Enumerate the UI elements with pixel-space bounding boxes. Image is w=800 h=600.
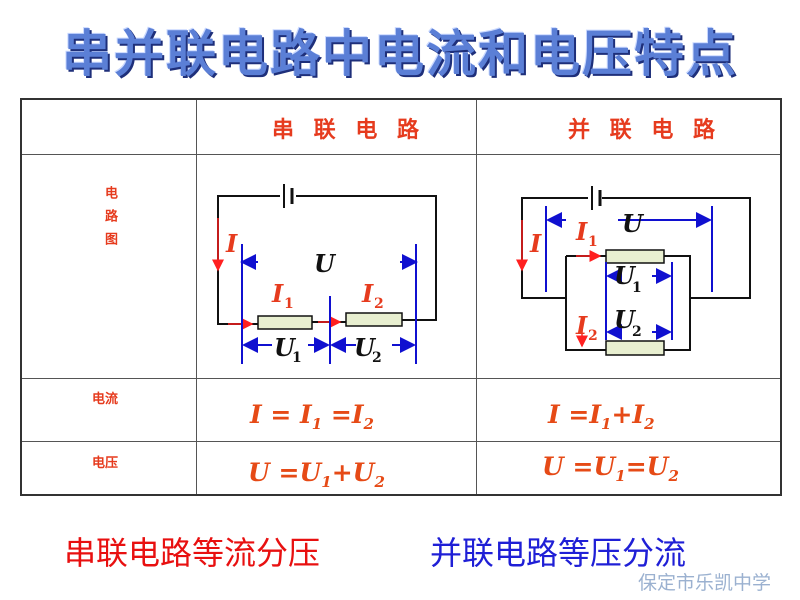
battery-icon: [591, 186, 602, 210]
label-u1-sub: 1: [292, 350, 302, 366]
row-label-diagram: 电路图: [102, 186, 117, 255]
label-i1-sub: 1: [588, 234, 598, 250]
resistor-r2-icon: [605, 340, 665, 356]
voltage-measure-lines: [545, 206, 713, 340]
label-u: U: [622, 209, 645, 238]
page-title: 串并联电路中电流和电压特点: [62, 25, 738, 83]
formula-parallel-current: I =I1+I2: [548, 400, 655, 433]
label-u1-sub: 1: [632, 280, 642, 296]
formula-series-voltage: U =U1+U2: [248, 458, 385, 491]
header-series-circuit: 串 联 电 路: [272, 118, 425, 143]
table-divider: [196, 100, 197, 494]
resistor-r1-icon: [605, 249, 665, 264]
summary-series: 串联电路等流分压: [64, 534, 321, 572]
formula-parallel-voltage: U =U1=U2: [542, 452, 679, 485]
battery-icon: [283, 184, 294, 208]
table-divider: [22, 154, 780, 155]
label-i1-sub: 1: [284, 296, 294, 312]
resistor-r1-icon: [257, 315, 313, 330]
label-i2-sub: 2: [374, 296, 384, 312]
row-label-current: 电流: [92, 392, 119, 407]
header-parallel-circuit: 并 联 电 路: [568, 118, 721, 143]
formula-series-current: I = I1 =I2: [250, 400, 374, 433]
label-u2: U: [354, 333, 377, 362]
label-u1: U: [614, 261, 637, 290]
watermark: 保定市乐凯中学: [638, 572, 772, 594]
comparison-table: [20, 98, 782, 496]
table-divider: [22, 378, 780, 379]
label-i1: I: [271, 279, 284, 308]
label-i1: I: [575, 217, 588, 246]
label-i2: I: [575, 311, 588, 340]
label-i2: I: [361, 279, 374, 308]
table-divider: [476, 100, 477, 494]
label-u2: U: [614, 305, 637, 334]
voltage-measure-lines: [240, 244, 418, 364]
summary-parallel: 并联电路等压分流: [430, 534, 687, 572]
resistor-r2-icon: [345, 312, 403, 327]
label-i: I: [529, 229, 542, 258]
label-i: I: [225, 229, 238, 258]
label-u2-sub: 2: [632, 324, 642, 340]
row-label-voltage: 电压: [92, 456, 119, 471]
label-u2-sub: 2: [372, 350, 382, 366]
table-divider: [22, 441, 780, 442]
label-i2-sub: 2: [588, 328, 598, 344]
label-u: U: [314, 249, 337, 278]
label-u1: U: [274, 333, 297, 362]
